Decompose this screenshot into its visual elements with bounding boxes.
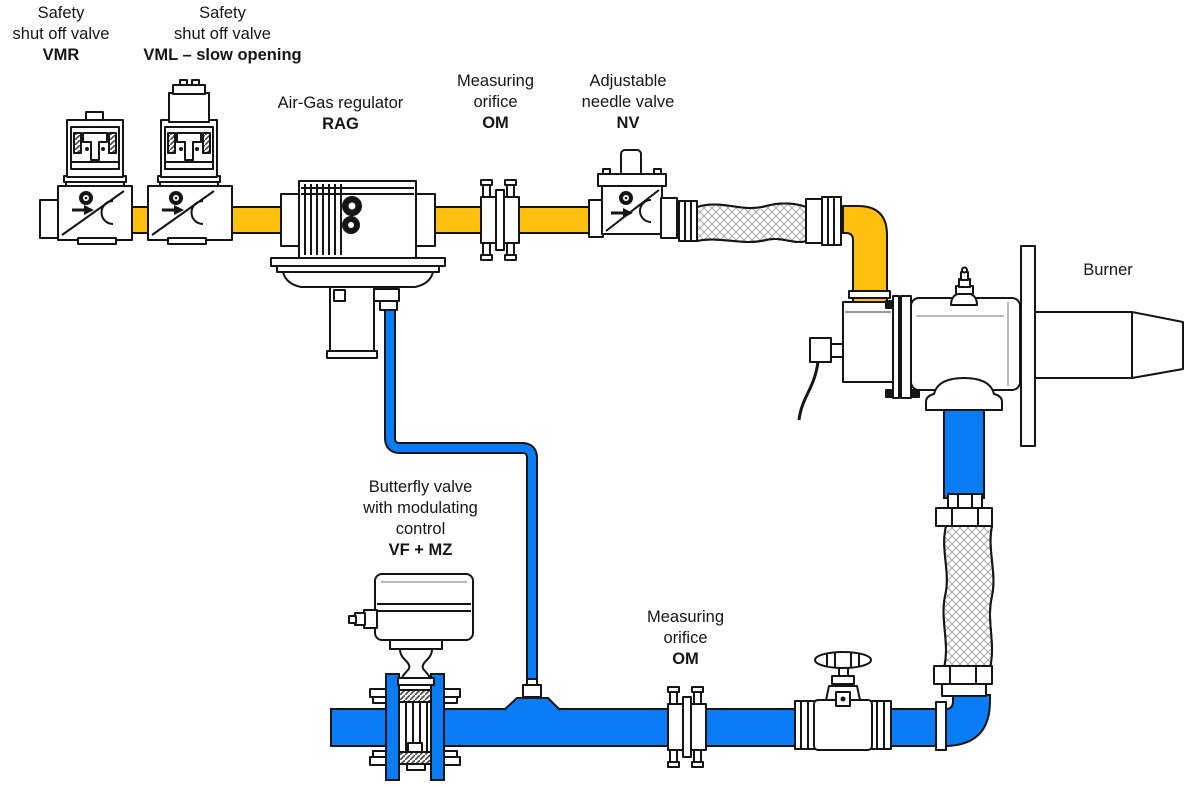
ignition-connector: [809, 337, 832, 363]
label-rag: Air-Gas regulator RAG: [253, 93, 428, 135]
valve-coupling: [399, 648, 433, 679]
label-burner: Burner: [1048, 260, 1168, 281]
flow-arrow-icon: [611, 208, 633, 218]
flexible-hose-gas: [678, 196, 842, 246]
impulse-tee-base: [504, 698, 560, 717]
impulse-line-tube: [386, 304, 536, 690]
label-vf-mz: Butterfly valve with modulating control …: [338, 477, 503, 561]
gas-pipe-segment: [433, 206, 483, 234]
label-line: orifice: [663, 629, 708, 647]
label-line: Air-Gas regulator: [277, 94, 404, 112]
label-code: OM: [482, 114, 509, 132]
label-code: VMR: [42, 46, 80, 64]
impulse-tee-fitting: [522, 678, 542, 698]
burner-nozzle: [1034, 311, 1133, 379]
label-line: shut off valve: [12, 25, 110, 43]
valve-inlet: [588, 199, 604, 238]
flow-arrow-icon: [72, 205, 94, 215]
gas-line: [128, 205, 888, 304]
label-code: VF + MZ: [388, 541, 453, 559]
orifice-plate: [682, 696, 692, 758]
butterfly-flange: [430, 673, 445, 781]
air-elbow: [943, 694, 991, 748]
impulse-outlet-fitting: [379, 300, 398, 311]
label-line: Burner: [1083, 261, 1133, 279]
actuator-box: [374, 573, 474, 641]
manual-valve: [794, 651, 892, 751]
hand-wheel: [814, 651, 872, 669]
diaphragm-bowl: [282, 271, 434, 288]
nozzle-tip: [1131, 311, 1184, 379]
label-om-top: Measuring orifice OM: [438, 71, 553, 134]
components: [39, 79, 1184, 771]
label-line: Adjustable: [589, 72, 667, 90]
gas-manifold: [842, 301, 894, 383]
valve-body: [147, 185, 233, 241]
valve-outlet: [660, 197, 678, 239]
label-code: VML – slow opening: [143, 46, 302, 64]
safety-valve-vml: [147, 79, 233, 245]
adjust-knob: [620, 149, 642, 177]
label-line: Measuring: [456, 72, 535, 90]
ignition-cable: [797, 361, 820, 421]
burner-body: [910, 297, 1021, 391]
label-vml: Safety shut off valve VML – slow opening: [130, 3, 315, 66]
butterfly-flange: [385, 673, 400, 781]
label-line: shut off valve: [174, 25, 271, 43]
burner: [797, 245, 1184, 447]
label-line: Butterfly valve: [368, 478, 473, 496]
measuring-orifice-bottom: [667, 686, 707, 768]
butterfly-valve-vf-mz: [348, 573, 474, 771]
orifice-plate: [495, 189, 505, 251]
flexible-hose-air: [933, 493, 995, 751]
air-inlet-dome: [925, 377, 1003, 411]
label-vmr: Safety shut off valve VMR: [0, 3, 126, 66]
label-code: OM: [672, 650, 699, 668]
label-line: Measuring: [646, 608, 725, 626]
needle-valve-nv: [588, 149, 678, 239]
safety-valve-vmr: [39, 111, 133, 245]
label-code: NV: [616, 114, 640, 132]
label-nv: Adjustable needle valve NV: [563, 71, 693, 134]
label-line: orifice: [473, 93, 518, 111]
valve-body: [813, 699, 873, 751]
label-code: RAG: [322, 115, 359, 133]
gas-pipe-segment: [229, 206, 284, 234]
air-riser-burner: [943, 407, 985, 499]
label-om-bottom: Measuring orifice OM: [628, 607, 743, 670]
label-line: Safety: [37, 4, 85, 22]
label-line: with modulating: [363, 499, 478, 517]
label-line: needle valve: [581, 93, 675, 111]
mounting-flange: [1020, 245, 1036, 447]
diaphragm-flange: [270, 257, 446, 267]
flow-arrow-icon: [162, 205, 184, 215]
air-gas-regulator-rag: [270, 180, 446, 359]
gas-elbow: [842, 205, 888, 304]
burner-flange: [892, 295, 900, 399]
label-line: control: [395, 520, 446, 538]
measuring-orifice-top: [480, 179, 520, 261]
hydraulic-brake: [168, 92, 210, 123]
impulse-line: [384, 304, 538, 690]
label-line: Safety: [199, 4, 246, 22]
regulator-connector: [414, 193, 436, 247]
